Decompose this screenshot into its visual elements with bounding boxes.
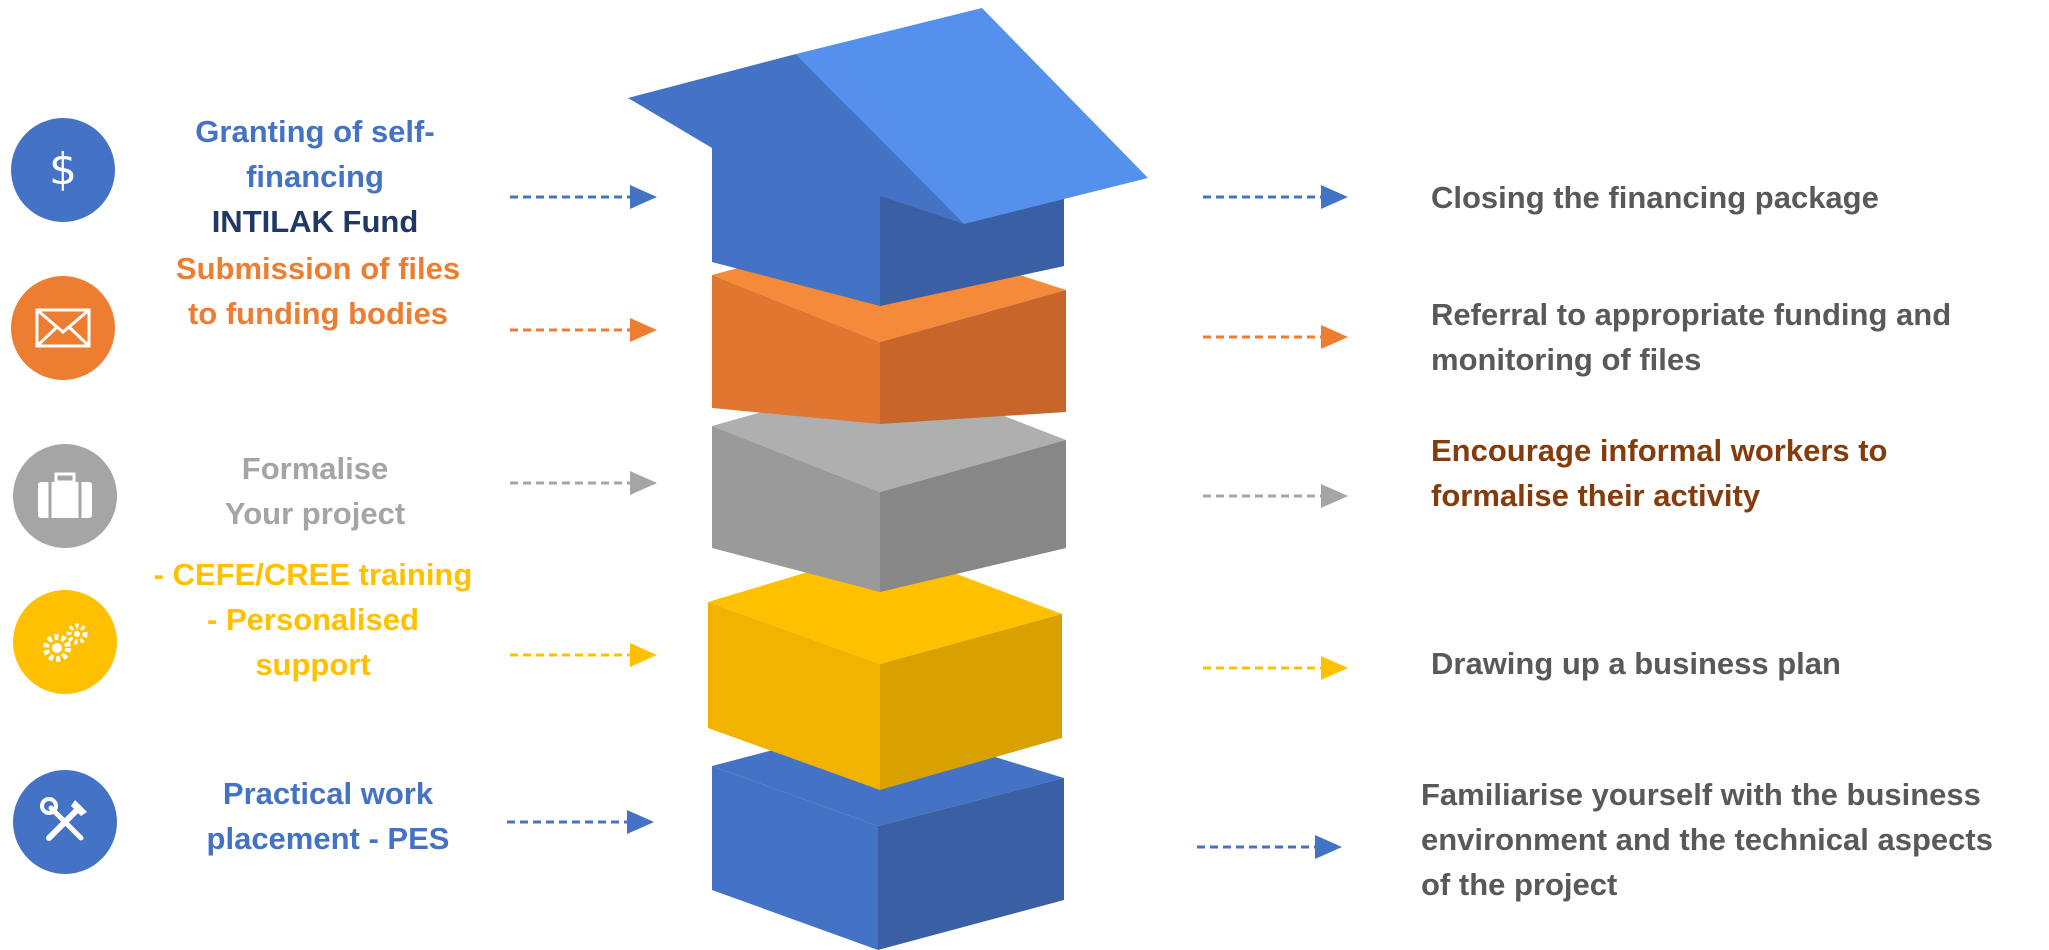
left-line: Practical work <box>222 776 434 811</box>
right-line: Encourage informal workers to <box>1431 433 1888 468</box>
envelope-icon <box>11 276 115 380</box>
right-text-3: Encourage informal workers to formalise … <box>1431 428 1888 518</box>
gears-icon <box>13 590 117 694</box>
briefcase-icon <box>13 444 117 548</box>
intilak-fund-label: INTILAK Fund <box>211 204 419 239</box>
right-text-1: Closing the financing package <box>1431 175 1879 220</box>
left-line: Granting of self- <box>195 114 435 149</box>
right-text-2: Referral to appropriate funding and moni… <box>1431 292 1951 382</box>
left-text-5: Practical work placement - PES <box>158 771 498 861</box>
left-line: to funding bodies <box>187 296 448 331</box>
left-text-1: Granting of self- financing INTILAK Fund <box>145 109 485 244</box>
right-line: environment and the technical aspects <box>1421 822 1993 857</box>
left-line: Submission of files <box>175 251 461 286</box>
left-line: - Personalised <box>207 602 419 637</box>
left-line: support <box>255 647 371 682</box>
left-text-3: Formalise Your project <box>145 446 485 536</box>
right-line: monitoring of files <box>1431 342 1702 377</box>
house-roof <box>628 8 1148 224</box>
left-line: - CEFE/CREE training <box>153 557 473 592</box>
right-line: Referral to appropriate funding and <box>1431 297 1952 332</box>
right-line: Familiarise yourself with the business <box>1421 777 1981 812</box>
block-yellow <box>708 548 1062 790</box>
left-line: placement - PES <box>206 821 450 856</box>
left-text-4: - CEFE/CREE training - Personalised supp… <box>143 552 483 687</box>
tools-icon <box>13 770 117 874</box>
svg-text:$: $ <box>49 144 77 195</box>
right-line: Drawing up a business plan <box>1431 646 1841 681</box>
right-line: Closing the financing package <box>1431 180 1879 215</box>
left-line: financing <box>246 159 384 194</box>
right-line: formalise their activity <box>1431 478 1761 513</box>
left-line: Your project <box>224 496 406 531</box>
left-line: Formalise <box>241 451 389 486</box>
right-text-5: Familiarise yourself with the business e… <box>1421 772 1993 907</box>
left-text-2: Submission of files to funding bodies <box>148 246 488 336</box>
dollar-icon: $ <box>11 118 115 222</box>
right-text-4: Drawing up a business plan <box>1431 641 1841 686</box>
right-line: of the project <box>1421 867 1618 902</box>
